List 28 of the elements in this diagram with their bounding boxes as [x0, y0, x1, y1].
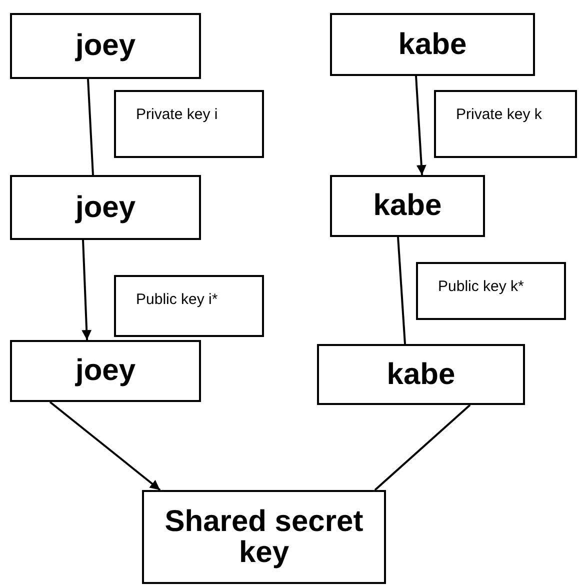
entity-box	[10, 340, 201, 402]
key-note-box	[416, 262, 566, 320]
arrow	[415, 76, 426, 176]
entity-box	[10, 175, 201, 240]
connector-line	[87, 78, 94, 176]
key-label: Private key k	[456, 105, 543, 125]
entity-label: joey	[75, 30, 136, 62]
entity-label: kabe	[373, 190, 442, 222]
key-label: Private key i	[136, 105, 219, 125]
arrow	[82, 240, 92, 340]
entity-box	[330, 175, 485, 237]
entity-label: joey	[75, 192, 136, 224]
entity-label: kabe	[386, 358, 456, 390]
key-note-box	[114, 90, 264, 158]
key-label: Public key k*	[438, 277, 525, 297]
entity-box	[142, 490, 386, 584]
key-label: Public key i*	[136, 290, 219, 310]
entity-box	[330, 13, 535, 76]
entity-label: Shared secret key	[164, 506, 364, 568]
arrow	[49, 401, 161, 491]
entity-box	[10, 13, 201, 79]
connector-line	[374, 404, 471, 491]
entity-label: joey	[75, 355, 136, 387]
key-note-box	[114, 275, 264, 337]
connector-line	[397, 236, 406, 344]
entity-box	[317, 344, 525, 405]
key-note-box	[434, 90, 577, 158]
entity-label: kabe	[398, 28, 467, 60]
